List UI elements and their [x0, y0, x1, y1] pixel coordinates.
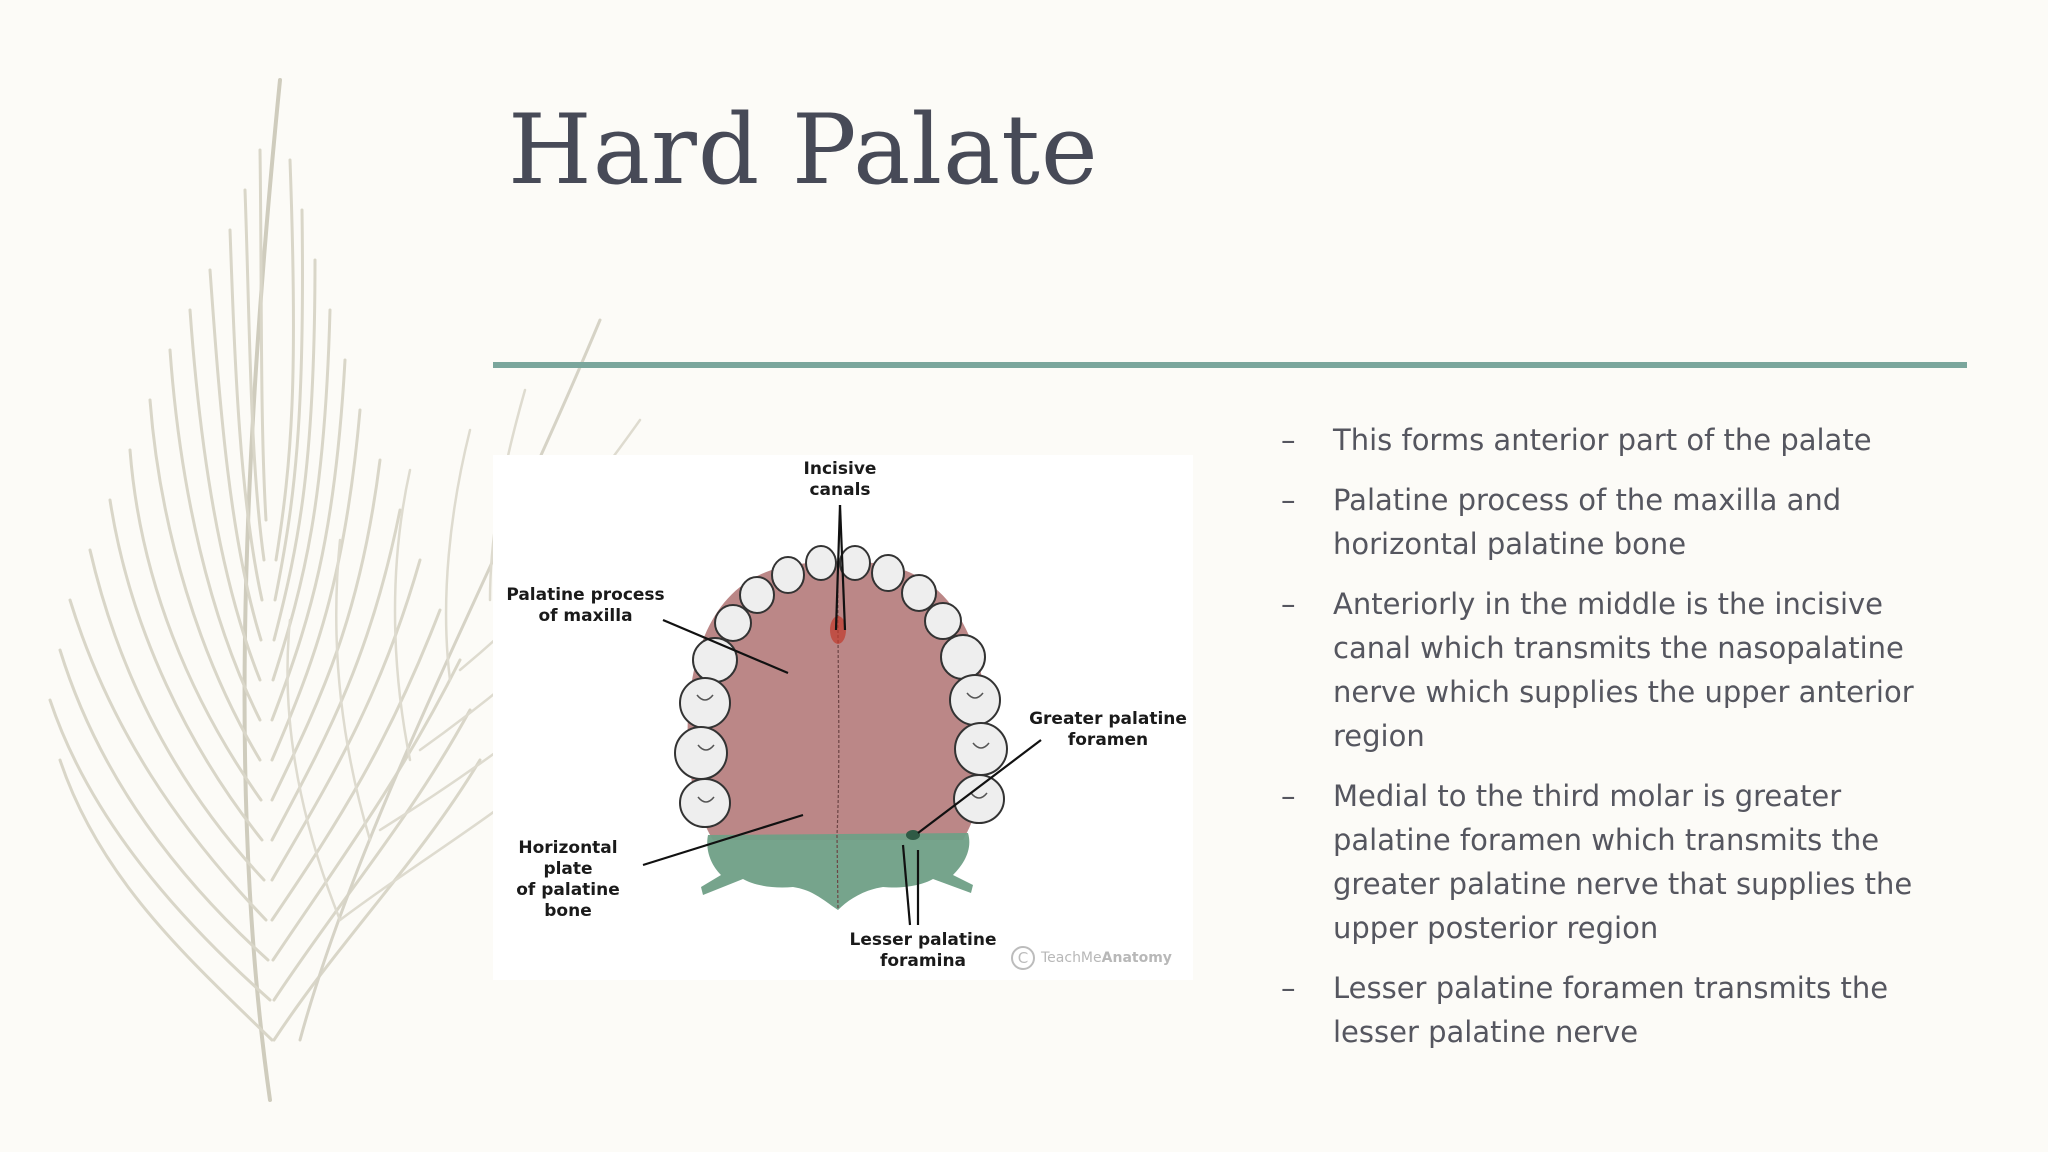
- bullet-item: – Medial to the third molar is greater pa…: [1275, 774, 1965, 950]
- bullet-item: – This forms anterior part of the palate: [1275, 418, 1965, 462]
- bullet-item: – Anteriorly in the middle is the incisiv…: [1275, 582, 1965, 758]
- bullet-marker: –: [1281, 971, 1296, 1005]
- hard-palate-figure: Incisive canals Palatine process of maxi…: [493, 455, 1193, 980]
- label-greater-palatine-foramen: Greater palatine foramen: [1029, 709, 1187, 750]
- bullet-item: – Lesser palatine foramen transmits the l…: [1275, 966, 1965, 1054]
- label-palatine-process: Palatine process of maxilla: [506, 585, 665, 626]
- watermark-brand: TeachMeAnatomy: [1041, 950, 1172, 966]
- bullet-marker: –: [1281, 483, 1296, 517]
- label-incisive-canals: Incisive canals: [803, 459, 877, 500]
- bullet-marker: –: [1281, 779, 1296, 813]
- bullet-marker: –: [1281, 423, 1296, 457]
- title-divider: [493, 362, 1967, 368]
- bullet-list: –This forms anterior part of the palate …: [1275, 418, 1965, 1070]
- bullet-text: Anteriorly in the middle is the incisive…: [1333, 587, 1914, 753]
- bullet-text: This forms anterior part of the palate: [1333, 423, 1872, 457]
- palatine-process-region: [687, 560, 988, 840]
- bullet-marker: –: [1281, 587, 1296, 621]
- bullet-text: Lesser palatine foramen transmits the le…: [1333, 971, 1889, 1049]
- label-lesser-palatine-foramina: Lesser palatine foramina: [849, 930, 997, 971]
- bullet-text: Palatine process of the maxilla and hori…: [1333, 483, 1842, 561]
- label-horizontal-plate: Horizontal plate of palatine bone: [516, 838, 620, 921]
- teachmeanatomy-watermark: C TeachMeAnatomy: [1011, 946, 1172, 970]
- palate-diagram: [642, 504, 1042, 926]
- bullet-item: – Palatine process of the maxilla and hor…: [1275, 478, 1965, 566]
- slide-title: Hard Palate: [508, 94, 1099, 206]
- bullet-text: Medial to the third molar is greater pal…: [1333, 779, 1913, 945]
- copyright-icon: C: [1011, 946, 1035, 970]
